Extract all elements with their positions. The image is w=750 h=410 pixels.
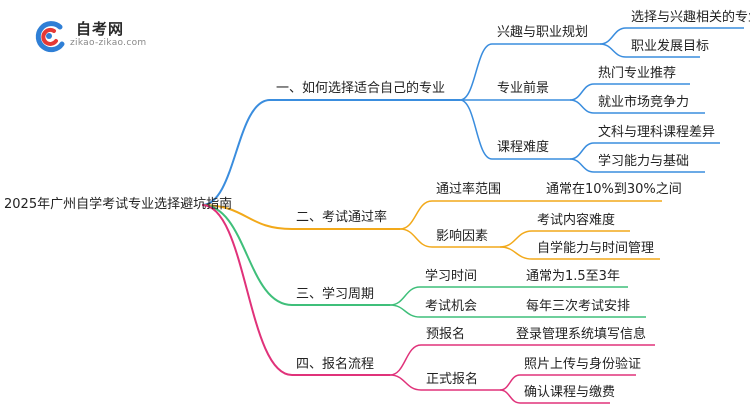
edge-b4-topic-2 <box>389 374 422 391</box>
branch-4-label: 四、报名流程 <box>296 357 375 372</box>
logo-url: zikao-zikao.com <box>70 38 147 48</box>
edge-b4-leaf-2 <box>499 374 521 391</box>
branch-3-leaf-1: 通常为1.5至3年 <box>526 269 620 284</box>
edge-b1-leaf-5 <box>569 142 595 160</box>
edge-b1-topic-3 <box>459 99 493 160</box>
edge-b4-topic-1 <box>389 344 422 376</box>
branch-4-leaf-2: 照片上传与身份验证 <box>524 357 642 372</box>
branch-3-label: 三、学习周期 <box>296 287 375 302</box>
branch-4-topic-1: 预报名 <box>426 327 466 342</box>
branch-1-leaf-2: 职业发展目标 <box>631 39 710 54</box>
edge-b1-leaf-1 <box>599 27 627 45</box>
branch-4-leaf-3: 确认课程与缴费 <box>524 385 616 400</box>
logo-mark-icon <box>35 21 65 53</box>
branch-1-topic-2: 专业前景 <box>497 81 550 96</box>
branch-2-leaf-2: 考试内容难度 <box>537 213 616 228</box>
branch-4-topic-2: 正式报名 <box>426 372 479 387</box>
site-logo[interactable]: 自考网 zikao-zikao.com <box>30 16 150 56</box>
edge-b2-topic-2 <box>399 228 433 248</box>
branch-1-leaf-3: 热门专业推荐 <box>598 66 677 81</box>
edge-b1-leaf-4 <box>569 99 595 114</box>
edge-b1-leaf-2 <box>599 43 627 58</box>
branch-2-label: 二、考试通过率 <box>296 210 388 225</box>
branch-1-topic-1: 兴趣与职业规划 <box>497 25 589 40</box>
edge-b1-leaf-3 <box>569 83 595 101</box>
edge-b4-leaf-3 <box>499 389 521 404</box>
branch-2-leaf-3: 自学能力与时间管理 <box>537 241 655 256</box>
edge-b2-leaf-3 <box>499 246 533 260</box>
branch-2-topic-2: 影响因素 <box>436 229 489 244</box>
edge-root-branch-3 <box>201 204 293 306</box>
branch-1-leaf-5: 文科与理科课程差异 <box>598 125 716 140</box>
branch-3-leaf-2: 每年三次考试安排 <box>526 299 631 314</box>
edge-b2-leaf-2 <box>499 230 533 248</box>
branch-1-leaf-6: 学习能力与基础 <box>598 154 690 169</box>
edge-b1-topic-1 <box>459 43 493 101</box>
logo-title: 自考网 <box>76 20 125 38</box>
branch-2-topic-1: 通过率范围 <box>436 182 502 197</box>
branch-1-leaf-1: 选择与兴趣相关的专业 <box>631 10 750 25</box>
edge-b2-topic-1 <box>399 200 433 230</box>
branch-4-leaf-1: 登录管理系统填写信息 <box>516 327 647 342</box>
edge-b3-topic-1 <box>389 286 421 306</box>
edge-b3-topic-2 <box>389 304 421 318</box>
branch-1-label: 一、如何选择适合自己的专业 <box>276 81 446 96</box>
branch-1-topic-3: 课程难度 <box>497 140 550 155</box>
branch-3-topic-2: 考试机会 <box>425 299 478 314</box>
edge-b1-leaf-6 <box>569 158 595 173</box>
edge-root-branch-2 <box>201 204 293 230</box>
branch-1-leaf-4: 就业市场竞争力 <box>598 95 690 110</box>
branch-2-leaf-1: 通常在10%到30%之间 <box>546 182 682 197</box>
edge-root-branch-4 <box>201 204 293 376</box>
root-node: 2025年广州自学考试专业选择避坑指南 <box>4 197 233 212</box>
branch-3-topic-1: 学习时间 <box>425 269 478 284</box>
edge-root-branch-1 <box>201 99 271 206</box>
